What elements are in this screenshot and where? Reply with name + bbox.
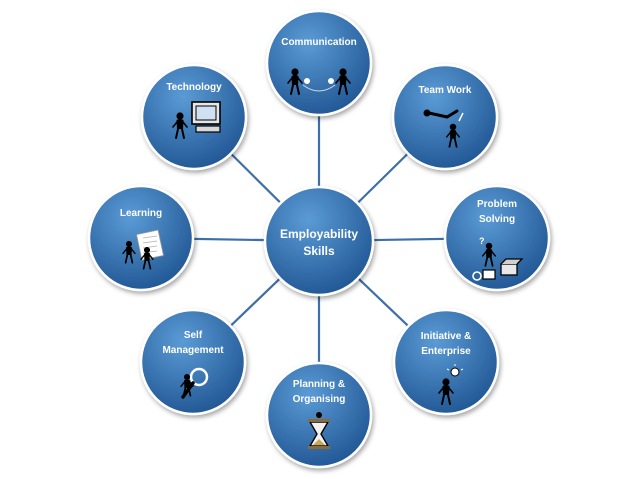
problem-solving-label: Problem	[477, 199, 517, 210]
node-learning: Learning	[87, 184, 195, 292]
planning-organising-label: Organising	[293, 394, 346, 405]
teamwork-icon	[423, 109, 464, 148]
node-initiative-enterprise-circle	[392, 308, 500, 416]
node-planning-organising: Planning & Organising	[265, 361, 373, 469]
people-reading-icon	[122, 229, 164, 270]
lightbulb-person-icon	[438, 364, 464, 405]
svg-text:?: ?	[479, 236, 485, 246]
node-employability-skills-circle	[263, 185, 375, 297]
self-management-label: Management	[162, 345, 224, 356]
self-management-label: Self	[184, 330, 203, 341]
problem-solving-icon: ?	[472, 236, 524, 281]
technology-label: Technology	[166, 82, 222, 93]
node-team-work: Team Work	[391, 63, 499, 171]
learning-label: Learning	[120, 208, 162, 219]
initiative-enterprise-label: Enterprise	[421, 346, 471, 357]
node-communication-circle	[265, 9, 373, 117]
center-label-line: Employability	[280, 227, 358, 241]
problem-solving-label: Solving	[479, 214, 515, 225]
center-label-line: Skills	[303, 244, 335, 258]
planning-organising-label: Planning &	[293, 379, 345, 390]
node-problem-solving-circle	[443, 184, 551, 292]
two-people-talking-icon	[287, 68, 351, 95]
communication-label: Communication	[281, 37, 357, 48]
computer-user-icon	[172, 101, 221, 139]
node-communication: Communication	[265, 9, 373, 117]
node-self-management-circle	[139, 308, 247, 416]
initiative-enterprise-label: Initiative &	[421, 331, 472, 342]
team-work-label: Team Work	[419, 85, 472, 96]
magnifier-person-icon	[180, 367, 209, 399]
node-technology: Technology	[140, 63, 248, 171]
node-initiative-enterprise: Initiative & Enterprise	[392, 308, 500, 416]
hourglass-icon	[308, 412, 330, 449]
